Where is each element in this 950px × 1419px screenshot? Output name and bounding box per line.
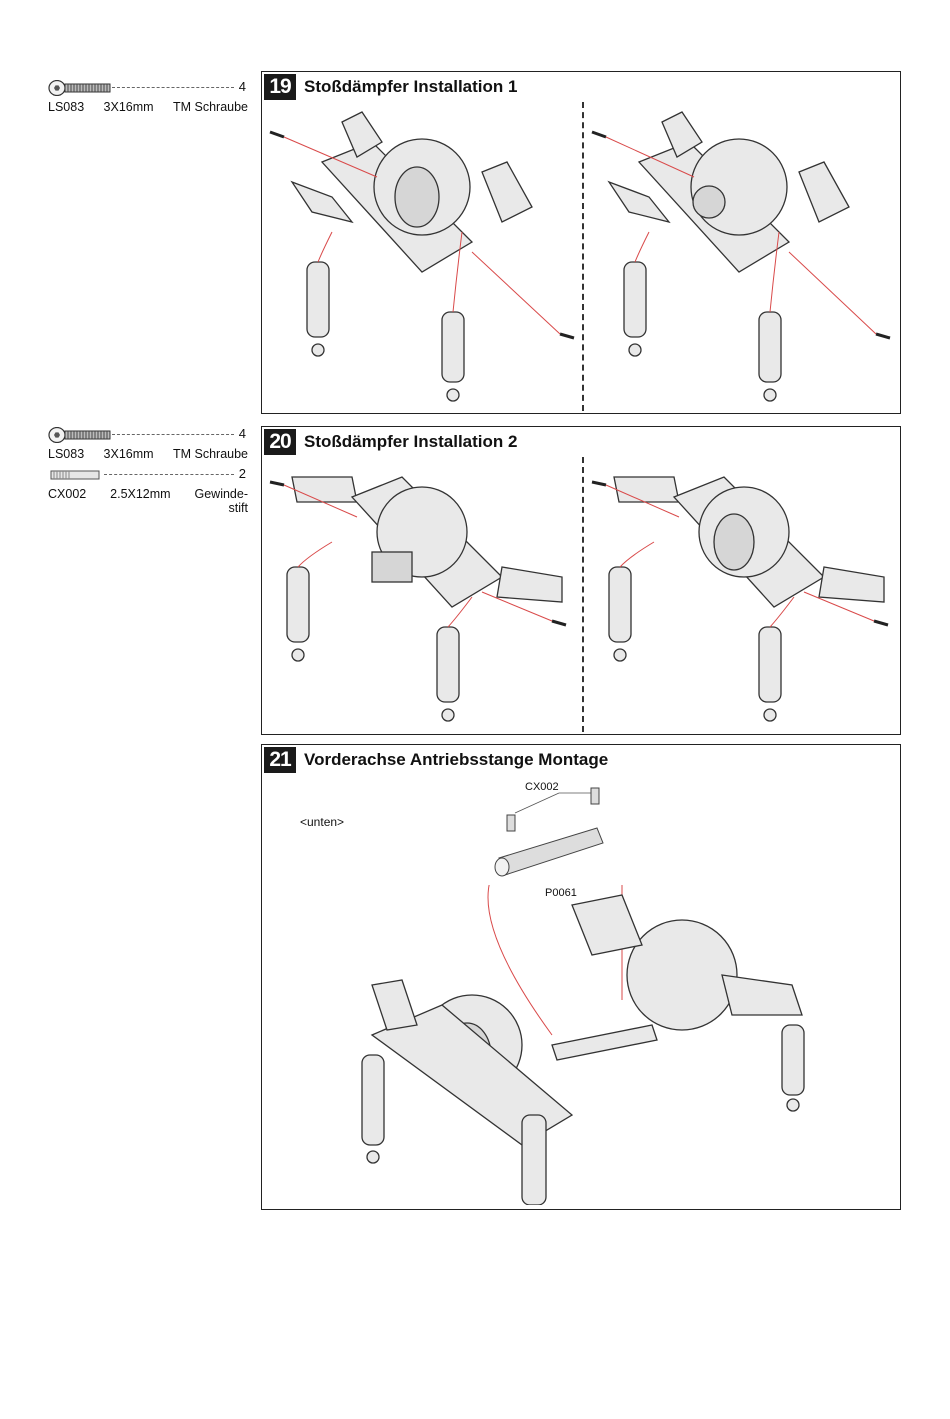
part-quantity: 4	[239, 426, 246, 441]
part-caption: LS083 3X16mm TM Schraube	[48, 100, 248, 114]
part-code: LS083	[48, 447, 84, 461]
step-20-panel: 20 Stoßdämpfer Installation 2	[261, 426, 901, 735]
part-quantity: 2	[239, 466, 246, 481]
part-name: TM Schraube	[173, 100, 248, 114]
part-name: Gewinde-	[195, 487, 249, 501]
axle-assembly-illustration	[322, 885, 842, 1205]
leader-line	[112, 87, 234, 88]
part-name: stift	[229, 501, 248, 515]
screw-icon	[48, 427, 112, 443]
step-title: Stoßdämpfer Installation 2	[304, 432, 517, 452]
axle-assembly-illustration	[584, 102, 900, 412]
step-title: Stoßdämpfer Installation 1	[304, 77, 517, 97]
parts-list-step-20: 4 LS083 3X16mm TM Schraube 2 CX002 2.5X1…	[48, 425, 248, 515]
drive-shaft-illustration	[487, 783, 617, 893]
part-size: 2.5X12mm	[110, 487, 170, 501]
part-row-set-screw: 2	[48, 465, 248, 485]
axle-assembly-illustration	[262, 102, 582, 412]
part-name-continuation: stift	[48, 501, 248, 515]
part-size: 3X16mm	[104, 100, 154, 114]
part-row-screw: 4	[48, 78, 248, 98]
step-number: 20	[264, 429, 296, 455]
step-number: 21	[264, 747, 296, 773]
part-caption: LS083 3X16mm TM Schraube	[48, 447, 248, 461]
screw-icon	[48, 80, 112, 96]
part-size: 3X16mm	[104, 447, 154, 461]
step-19-panel: 19 Stoßdämpfer Installation 1	[261, 71, 901, 414]
leader-line	[104, 474, 234, 475]
part-row-screw: 4	[48, 425, 248, 445]
part-caption: CX002 2.5X12mm Gewinde-	[48, 487, 248, 501]
step-title: Vorderachse Antriebsstange Montage	[304, 750, 608, 770]
leader-line	[112, 434, 234, 435]
part-quantity: 4	[239, 79, 246, 94]
axle-assembly-illustration	[262, 457, 582, 733]
part-name: TM Schraube	[173, 447, 248, 461]
axle-assembly-illustration	[584, 457, 900, 733]
step-21-panel: 21 Vorderachse Antriebsstange Montage <u…	[261, 744, 901, 1210]
step-header: 20 Stoßdämpfer Installation 2	[264, 429, 517, 455]
step-header: 21 Vorderachse Antriebsstange Montage	[264, 747, 608, 773]
parts-list-step-19: 4 LS083 3X16mm TM Schraube	[48, 78, 248, 114]
set-screw-icon	[48, 467, 112, 483]
step-header: 19 Stoßdämpfer Installation 1	[264, 74, 517, 100]
step-number: 19	[264, 74, 296, 100]
view-label: <unten>	[300, 815, 344, 829]
part-code: CX002	[48, 487, 86, 501]
part-code: LS083	[48, 100, 84, 114]
